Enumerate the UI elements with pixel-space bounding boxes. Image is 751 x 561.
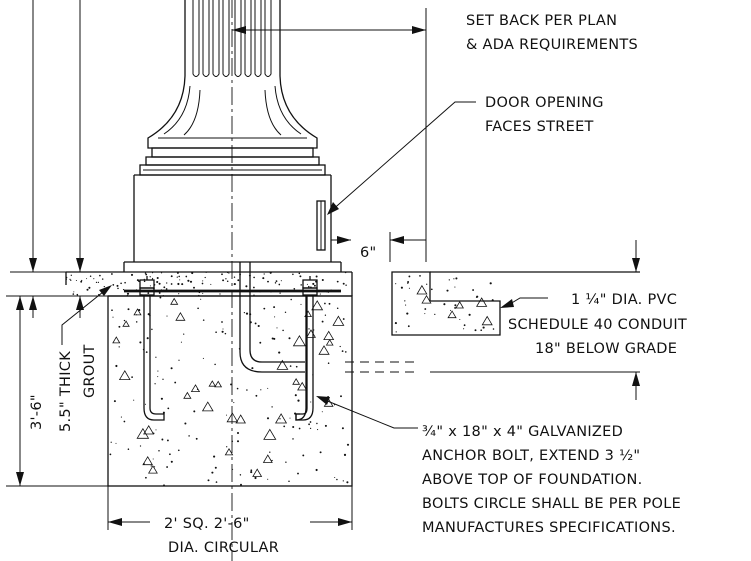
pole-base-flare — [139, 75, 326, 176]
width-dimension — [107, 486, 353, 530]
six-inch-dimension — [331, 232, 426, 262]
conduit-label-line1: 1 ¼" DIA. PVC — [571, 292, 677, 308]
width-label-line1: 2' SQ. 2'-6" — [164, 516, 250, 532]
six-inch-label: 6" — [360, 245, 377, 261]
grout-pad — [65, 271, 353, 297]
bolt-label-line5: MANUFACTURES SPECIFICATIONS. — [422, 520, 676, 536]
door-label-line2: FACES STREET — [485, 119, 594, 135]
door-label-line1: DOOR OPENING — [485, 95, 604, 111]
bolt-label-line4: BOLTS CIRCLE SHALL BE PER POLE — [422, 496, 681, 512]
conduit-label-line3: 18" BELOW GRADE — [535, 341, 677, 357]
setback-label-line1: SET BACK PER PLAN — [466, 13, 617, 29]
bolt-label-line1: ¾" x 18" x 4" GALVANIZED — [422, 424, 623, 440]
setback-label-line2: & ADA REQUIREMENTS — [466, 37, 638, 53]
grout-label-line2: GROUT — [82, 344, 98, 398]
conduit-label-line2: SCHEDULE 40 CONDUIT — [508, 317, 687, 333]
anchor-bolt-right — [295, 295, 314, 421]
setback-dimension — [232, 8, 427, 262]
conduit — [239, 262, 420, 373]
bolt-label-line3: ABOVE TOP OF FOUNDATION. — [422, 472, 643, 488]
grout-label-line1: 5.5" THICK — [58, 351, 74, 432]
pole-shaft — [184, 0, 281, 77]
anchor-nuts — [139, 276, 318, 296]
width-label-line2: DIA. CIRCULAR — [168, 540, 279, 556]
sidewalk-curb — [391, 271, 640, 336]
pole-base-housing — [123, 174, 342, 272]
bolt-label-line2: ANCHOR BOLT, EXTEND 3 ½" — [422, 448, 640, 464]
anchor-bolt-left — [143, 295, 165, 421]
depth-label: 3'-6" — [29, 394, 45, 430]
